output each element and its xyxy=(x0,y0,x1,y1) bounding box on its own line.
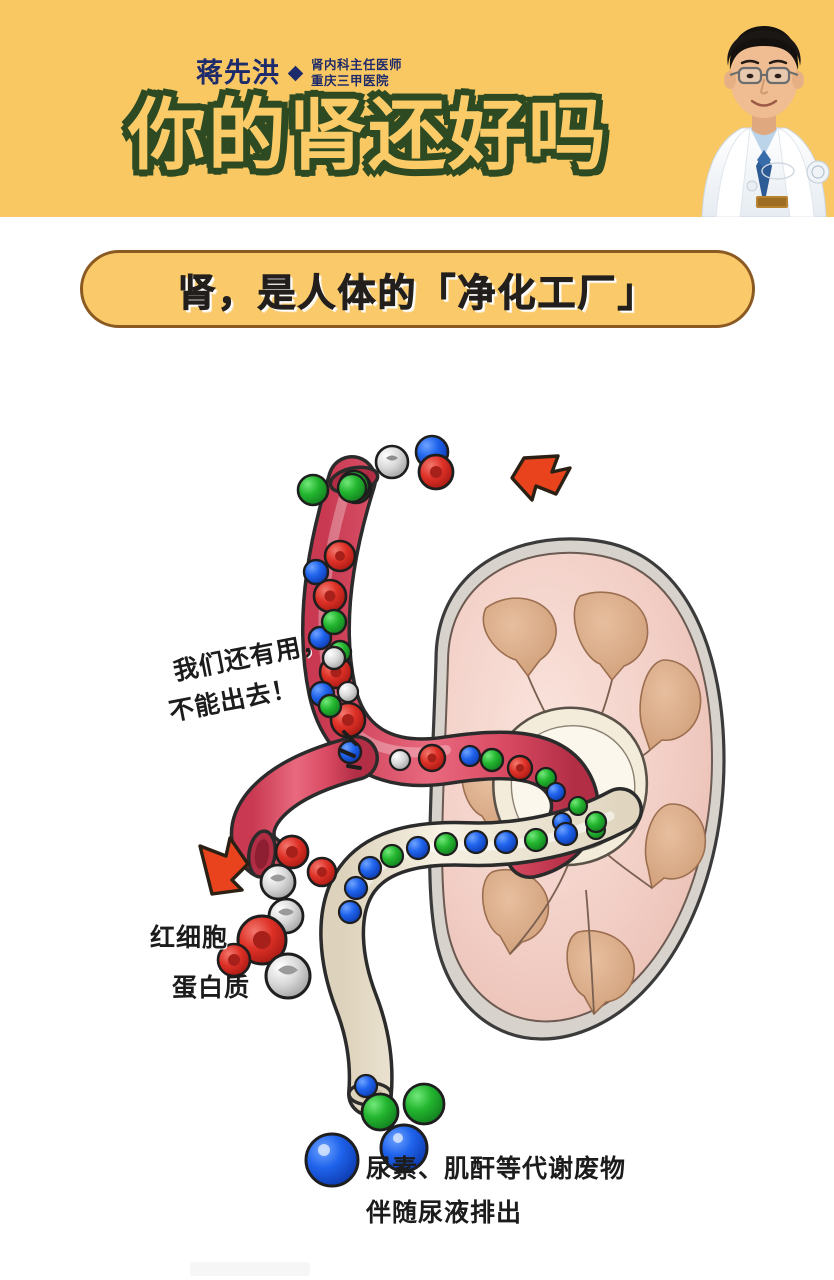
doctor-photo xyxy=(694,0,834,217)
header-band: 蒋先洪 肾内科主任医师 重庆三甲医院 你的肾还好吗 xyxy=(0,0,834,217)
arrow-exit-icon xyxy=(198,836,250,896)
bottom-caption-line1: 尿素、肌酐等代谢废物 xyxy=(366,1155,627,1183)
label-protein: 蛋白质 xyxy=(172,974,251,1002)
arrow-entry-icon xyxy=(510,454,572,502)
kidney-illustration xyxy=(0,360,834,1220)
bottom-caption-line2: 伴随尿液排出 xyxy=(366,1198,523,1227)
particles-in-artery xyxy=(302,539,606,840)
particles-blocked-left xyxy=(216,834,338,1000)
banner-text: 肾，是人体的「净化工厂」 xyxy=(177,272,658,315)
impact-lines-icon xyxy=(338,730,362,770)
doctor-credential-line2: 重庆三甲医院 xyxy=(311,74,390,89)
doctor-name: 蒋先洪 xyxy=(196,57,280,88)
particles-waste-exit xyxy=(304,1082,446,1188)
page-title: 你的肾还好吗 xyxy=(126,91,609,179)
particles-in-ureter xyxy=(337,810,608,1099)
section-banner: 肾，是人体的「净化工厂」 xyxy=(80,250,755,328)
doctor-credential-line1: 肾内科主任医师 xyxy=(311,58,403,72)
diamond-separator-icon xyxy=(287,65,304,82)
label-red-blood-cell: 红细胞 xyxy=(150,924,229,952)
bottom-caption: 尿素、肌酐等代谢废物 伴随尿液排出 xyxy=(366,1148,626,1236)
doctor-credential: 肾内科主任医师 重庆三甲医院 xyxy=(311,58,402,89)
particles-entering xyxy=(296,434,455,507)
doctor-byline: 蒋先洪 肾内科主任医师 重庆三甲医院 xyxy=(196,58,402,89)
footer-watermark xyxy=(190,1262,310,1276)
